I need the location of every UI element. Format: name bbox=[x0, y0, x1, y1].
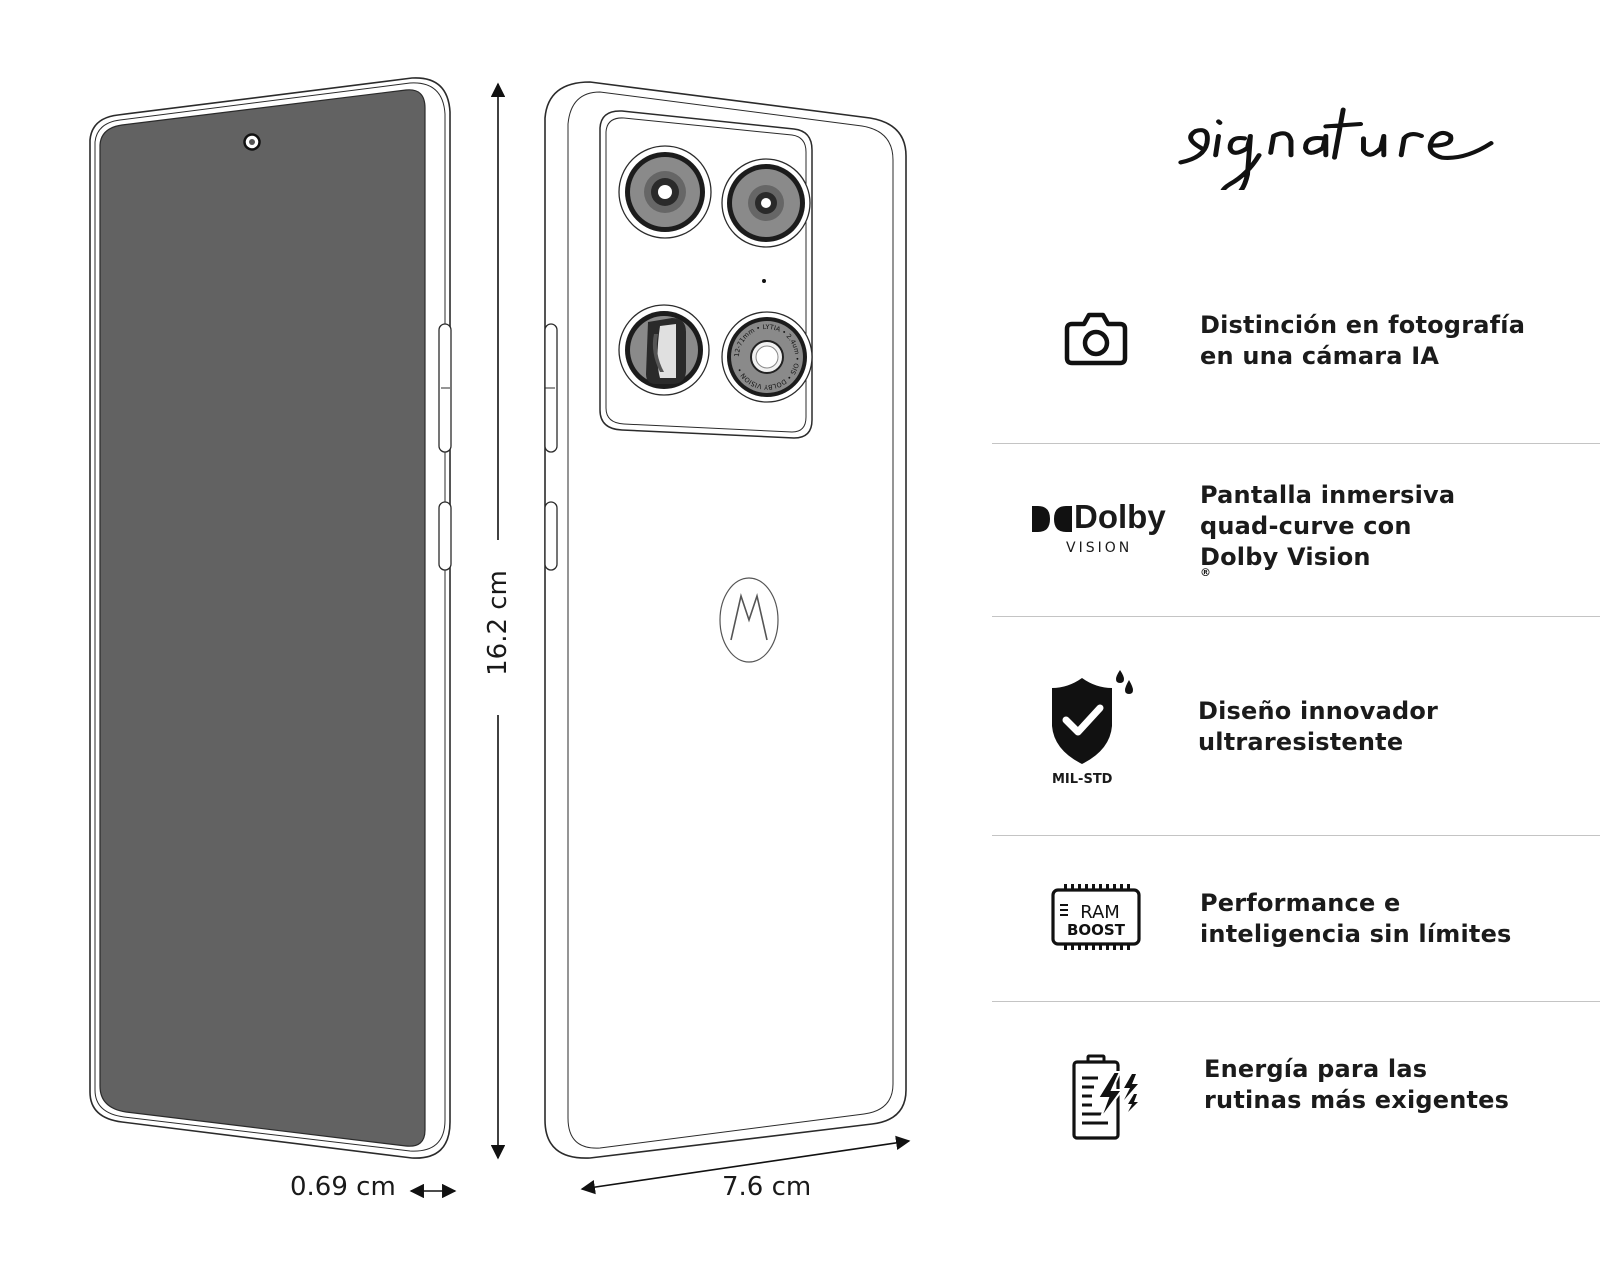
feature-line: ultraresistente bbox=[1198, 728, 1404, 756]
width-dimension bbox=[580, 1135, 911, 1195]
feature-display-text: Pantalla inmersiva quad-curve con Dolby … bbox=[1200, 481, 1456, 579]
feature-camera-text: Distinción en fotografía en una cámara I… bbox=[1200, 310, 1525, 372]
ultrawide-camera-lens bbox=[721, 158, 811, 248]
camera-icon bbox=[1064, 312, 1128, 366]
divider bbox=[992, 1001, 1600, 1002]
feature-line: Performance e bbox=[1200, 889, 1401, 917]
microphone-dot bbox=[762, 279, 766, 283]
feature-line: inteligencia sin límites bbox=[1200, 920, 1512, 948]
feature-line: en una cámara IA bbox=[1200, 342, 1440, 370]
motorola-logo bbox=[719, 577, 779, 663]
feature-display: Dolby VISION Pantalla inmersiva quad-cur… bbox=[992, 468, 1600, 598]
feature-durability: MIL-STD Diseño innovador ultraresistente bbox=[992, 660, 1600, 800]
ram-boost-icon: RAM BOOST bbox=[1051, 884, 1141, 950]
feature-line: rutinas más exigentes bbox=[1204, 1086, 1510, 1114]
feature-battery-text: Energía para las rutinas más exigentes bbox=[1204, 1054, 1509, 1116]
height-label: 16.2 cm bbox=[483, 570, 513, 676]
dolby-wordmark: Dolby bbox=[1074, 498, 1166, 535]
signature-logo: signature bbox=[1165, 70, 1525, 199]
feature-performance: RAM BOOST Performance e inteligencia sin… bbox=[992, 868, 1600, 988]
phone-front bbox=[89, 77, 452, 1159]
power-button bbox=[438, 501, 452, 571]
main-camera-lens bbox=[618, 145, 712, 239]
phone-front-screen bbox=[99, 89, 426, 1147]
dolby-vision-icon: Dolby VISION bbox=[1032, 498, 1166, 562]
feature-line: Diseño innovador bbox=[1198, 697, 1439, 725]
battery-charge-icon bbox=[1072, 1054, 1138, 1140]
feature-battery: Energía para las rutinas más exigentes bbox=[992, 1040, 1600, 1160]
feature-line: Distinción en fotografía bbox=[1200, 311, 1526, 339]
width-label: 7.6 cm bbox=[722, 1172, 812, 1202]
divider bbox=[992, 616, 1600, 617]
ram-label: RAM bbox=[1080, 902, 1120, 923]
boost-label: BOOST bbox=[1067, 921, 1126, 939]
feature-line: Pantalla inmersiva bbox=[1200, 481, 1456, 509]
feature-camera: Distinción en fotografía en una cámara I… bbox=[992, 300, 1600, 410]
mil-std-label: MIL-STD bbox=[1052, 772, 1113, 787]
back-power-button bbox=[544, 501, 558, 571]
telephoto-camera-lens bbox=[618, 304, 710, 396]
flash-lidar-lens: 12-71mm • LYTIA • 2.4um • OIS • DOLBY VI… bbox=[721, 311, 813, 403]
divider bbox=[992, 443, 1600, 444]
divider bbox=[992, 835, 1600, 836]
feature-durability-text: Diseño innovador ultraresistente bbox=[1198, 696, 1438, 758]
feature-line: Energía para las bbox=[1204, 1055, 1428, 1083]
feature-line: quad-curve con bbox=[1200, 512, 1412, 540]
phone-back: 12-71mm • LYTIA • 2.4um • OIS • DOLBY VI… bbox=[544, 81, 907, 1159]
dolby-subtitle: VISION bbox=[1066, 540, 1133, 556]
feature-line: Dolby Vision bbox=[1200, 543, 1371, 571]
thickness-label: 0.69 cm bbox=[290, 1172, 396, 1202]
mil-std-shield-icon: MIL-STD bbox=[1042, 670, 1142, 790]
feature-performance-text: Performance e inteligencia sin límites bbox=[1200, 888, 1512, 950]
